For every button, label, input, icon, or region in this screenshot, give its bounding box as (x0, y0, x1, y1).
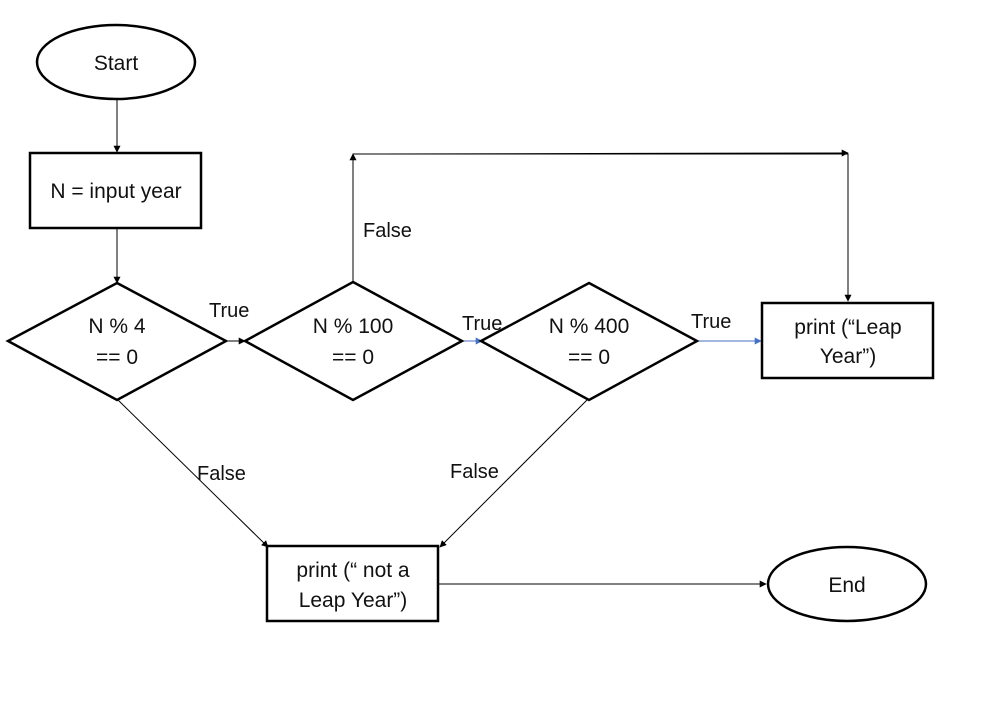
connectors (113, 100, 852, 588)
decision-mod100-line2: == 0 (332, 346, 374, 369)
leap-year-node: print (“Leap Year”) (760, 301, 935, 380)
edge-label-mod100-false: False (363, 220, 412, 242)
edge-mod100-false-mid-arrow (359, 149, 849, 157)
not-leap-year-node: print (“ not a Leap Year”) (265, 544, 440, 623)
leap-year-line1: print (“Leap (794, 316, 901, 339)
not-leap-year-line2: Leap Year”) (299, 589, 408, 612)
start-label: Start (94, 52, 139, 75)
edge-label-mod400-true: True (691, 311, 731, 333)
decision-mod400: N % 400 == 0 (478, 281, 700, 402)
edge-label-mod4-false: False (197, 463, 246, 485)
input-node: N = input year (28, 151, 203, 230)
edge-label-mod4-true: True (209, 300, 249, 322)
decision-mod400-line1: N % 400 (549, 315, 630, 338)
decision-mod400-line2: == 0 (568, 346, 610, 369)
edge-mod100-false (352, 153, 852, 302)
edge-label-mod400-false: False (450, 461, 499, 483)
end-node: End (766, 545, 928, 623)
edge-mod400-false (439, 398, 589, 548)
decision-mod100-line1: N % 100 (313, 315, 394, 338)
start-node: Start (35, 23, 197, 101)
decision-mod100: N % 100 == 0 (242, 280, 465, 402)
edge-mod4-false (116, 398, 269, 548)
not-leap-year-line1: print (“ not a (296, 559, 410, 582)
decision-mod4-line1: N % 4 (88, 315, 146, 338)
decision-mod4-line2: == 0 (96, 346, 138, 369)
edge-labels: True True True False False False (197, 220, 731, 485)
leap-year-line2: Year”) (820, 345, 876, 368)
end-label: End (828, 574, 865, 597)
edge-label-mod100-true: True (462, 313, 502, 335)
decision-mod4: N % 4 == 0 (5, 281, 229, 402)
input-label: N = input year (50, 180, 181, 203)
